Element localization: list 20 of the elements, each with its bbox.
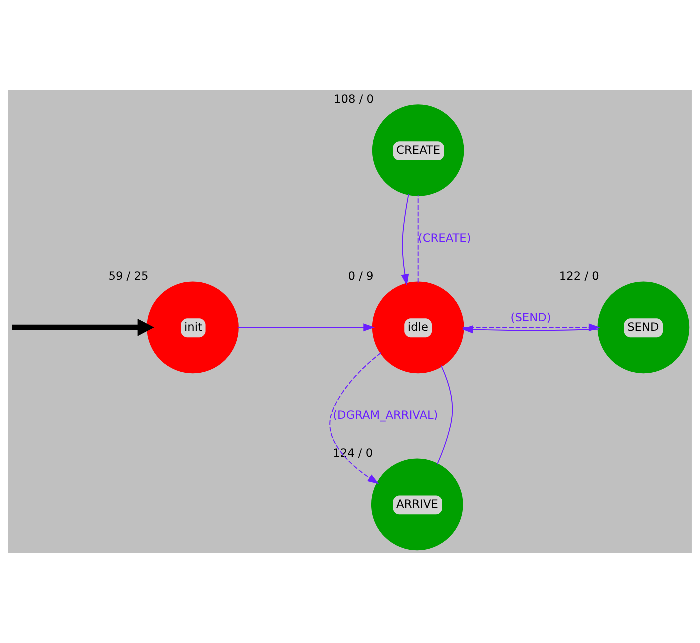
edge-label: (DGRAM_ARRIVAL) bbox=[333, 408, 438, 422]
edge-label: (CREATE) bbox=[418, 231, 472, 246]
connector bbox=[437, 365, 454, 466]
edge-label: (SEND) bbox=[510, 310, 552, 325]
node-label: 108 / 0 bbox=[334, 92, 374, 106]
connector bbox=[418, 194, 419, 284]
node-label: 59 / 25 bbox=[108, 268, 149, 283]
arrow bbox=[401, 194, 410, 286]
node-circle: SEND bbox=[598, 282, 690, 374]
arrow bbox=[12, 318, 154, 336]
node-label: 0 / 9 bbox=[348, 268, 374, 283]
node-label: 122 / 0 bbox=[559, 268, 600, 283]
node-circle: ARRIVE bbox=[371, 458, 464, 551]
node-circle: init bbox=[147, 282, 239, 374]
node-circle: idle bbox=[372, 282, 464, 374]
node-label: 124 / 0 bbox=[333, 446, 374, 460]
arrow bbox=[330, 352, 382, 484]
node-circle: CREATE bbox=[372, 104, 464, 197]
arrow bbox=[462, 326, 600, 334]
arrow bbox=[237, 324, 376, 332]
